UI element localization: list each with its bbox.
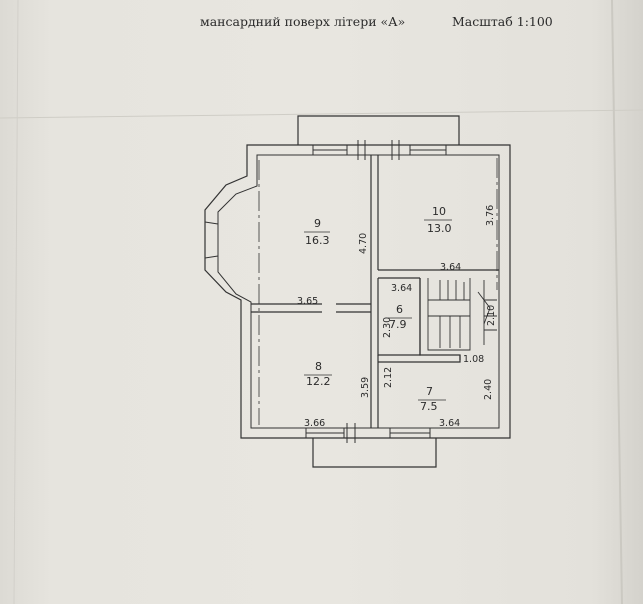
dim-room9-width: 3.65 bbox=[297, 296, 318, 307]
dim-room8-width: 3.66 bbox=[304, 418, 325, 429]
room-6-number: 6 bbox=[396, 303, 403, 316]
dim-room10-length: 3.76 bbox=[485, 205, 496, 226]
room-9-number: 9 bbox=[314, 217, 321, 230]
top-balcony bbox=[297, 115, 460, 145]
bottom-balcony bbox=[312, 438, 437, 468]
page-title: мансардний поверх літери «А» bbox=[200, 14, 406, 29]
windows bbox=[204, 140, 447, 443]
room-7-number: 7 bbox=[426, 385, 433, 398]
dim-stair-width: 2.10 bbox=[486, 305, 497, 326]
dim-room7-right: 2.40 bbox=[483, 379, 494, 400]
dim-room9-length: 4.70 bbox=[358, 233, 369, 254]
room-10-number: 10 bbox=[432, 205, 446, 218]
dim-room10-width: 3.64 bbox=[440, 262, 461, 273]
room-8-area: 12.2 bbox=[306, 375, 331, 388]
dim-room8-length: 3.59 bbox=[360, 377, 371, 398]
room-7-area: 7.5 bbox=[420, 400, 438, 413]
inner-wall bbox=[217, 154, 500, 429]
room-10-area: 13.0 bbox=[427, 222, 452, 235]
stair-top-wall bbox=[378, 269, 499, 279]
dimension-labels: 4.70 3.65 3.76 3.64 3.64 2.30 2.10 3.59 … bbox=[297, 205, 497, 429]
dim-room6-height: 2.30 bbox=[382, 317, 393, 338]
staircase bbox=[427, 278, 497, 351]
outer-wall bbox=[204, 144, 511, 439]
dim-room6-width: 3.64 bbox=[391, 283, 412, 294]
scale-label: Масштаб 1:100 bbox=[452, 14, 553, 29]
room-labels: 9 16.3 10 13.0 6 7.9 8 12.2 7 7.5 bbox=[304, 205, 452, 413]
room-9-area: 16.3 bbox=[305, 234, 330, 247]
dim-room7-left: 2.12 bbox=[383, 367, 394, 388]
room7-top-wall bbox=[378, 355, 461, 363]
room-6-area: 7.9 bbox=[389, 318, 407, 331]
dim-room7-niche: 1.08 bbox=[463, 354, 484, 365]
room-8-number: 8 bbox=[315, 360, 322, 373]
dim-room7-width: 3.64 bbox=[439, 418, 460, 429]
